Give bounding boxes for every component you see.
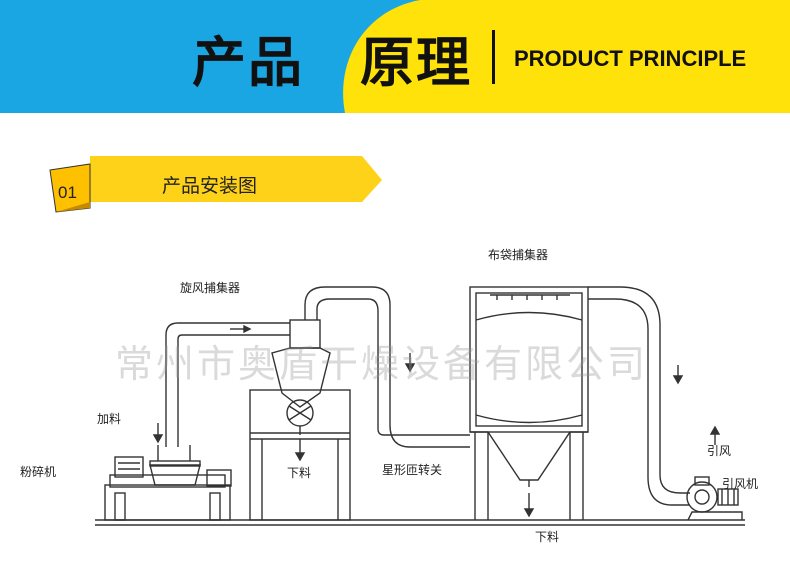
label-fan: 引风机 <box>722 477 759 491</box>
feed-arrow <box>152 423 164 444</box>
label-bag-filter: 布袋捕集器 <box>488 248 549 262</box>
installation-diagram <box>95 286 745 526</box>
section-ribbon <box>49 156 382 213</box>
pipe-bagfilter-to-fan <box>588 286 690 506</box>
title-english: PRODUCT PRINCIPLE <box>514 46 747 71</box>
label-induced-air: 引风 <box>707 444 732 458</box>
label-feed: 加料 <box>97 412 122 426</box>
label-cyclone: 旋风捕集器 <box>180 281 241 295</box>
ground-line <box>95 519 745 526</box>
pipe-mill-to-cyclone <box>165 322 290 447</box>
title-part2: 原理 <box>360 31 472 94</box>
label-mill: 粉碎机 <box>20 465 57 479</box>
air-arrow <box>709 425 721 445</box>
section-number: 01 <box>58 183 77 202</box>
pipe-cyclone-to-bagfilter <box>304 286 470 448</box>
discharge-arrow-1 <box>294 439 306 462</box>
label-discharge-2: 下料 <box>535 530 560 544</box>
induced-draft-fan <box>686 476 743 521</box>
title-part1: 产品 <box>192 31 304 94</box>
mill-machine <box>104 445 232 521</box>
cyclone-separator <box>271 319 331 435</box>
title-divider <box>492 30 495 84</box>
discharge-arrow-2 <box>523 493 535 518</box>
section-title: 产品安装图 <box>162 175 258 197</box>
label-star-valve: 星形匝转关 <box>382 463 443 477</box>
bag-filter <box>469 286 589 520</box>
header-yellow-swoosh <box>343 0 790 113</box>
header-banner: 产品 原理 PRODUCT PRINCIPLE <box>0 0 790 113</box>
company-watermark: 常州市奥盾干燥设备有限公司 <box>115 342 649 386</box>
label-discharge-1: 下料 <box>287 466 312 480</box>
